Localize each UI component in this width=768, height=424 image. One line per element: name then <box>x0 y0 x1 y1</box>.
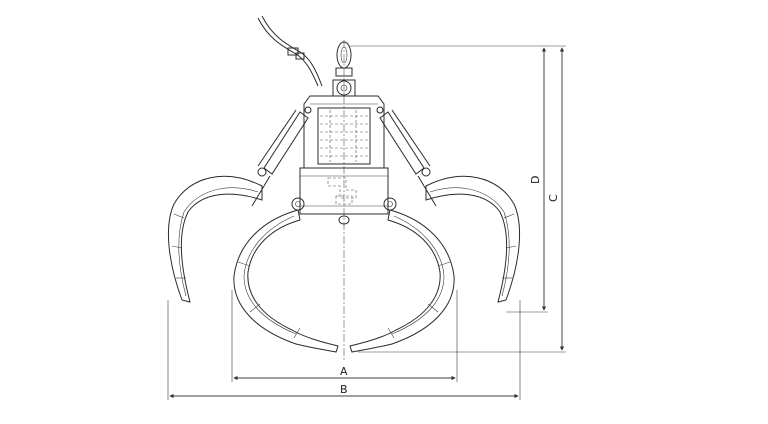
dimension-c <box>358 45 566 353</box>
dimension-d <box>350 45 548 313</box>
left-inner-tine <box>233 209 339 353</box>
dimension-a <box>231 290 458 382</box>
right-cylinder <box>379 109 437 207</box>
left-pivot-pin <box>291 197 305 211</box>
hydraulic-hose <box>257 15 323 87</box>
dimension-c-label: C <box>547 194 560 202</box>
right-inner-tine <box>349 209 455 353</box>
dimension-b <box>167 300 521 400</box>
left-outer-tine <box>167 175 263 303</box>
right-outer-tine <box>425 175 521 303</box>
dimension-d-label: D <box>529 176 542 184</box>
upper-housing <box>303 95 385 169</box>
lower-housing <box>299 167 389 225</box>
dimension-a-label: A <box>340 365 348 378</box>
lifting-eye <box>332 41 356 97</box>
dimension-b-label: B <box>340 383 348 396</box>
left-cylinder <box>251 109 309 207</box>
right-pivot-pin <box>383 197 397 211</box>
